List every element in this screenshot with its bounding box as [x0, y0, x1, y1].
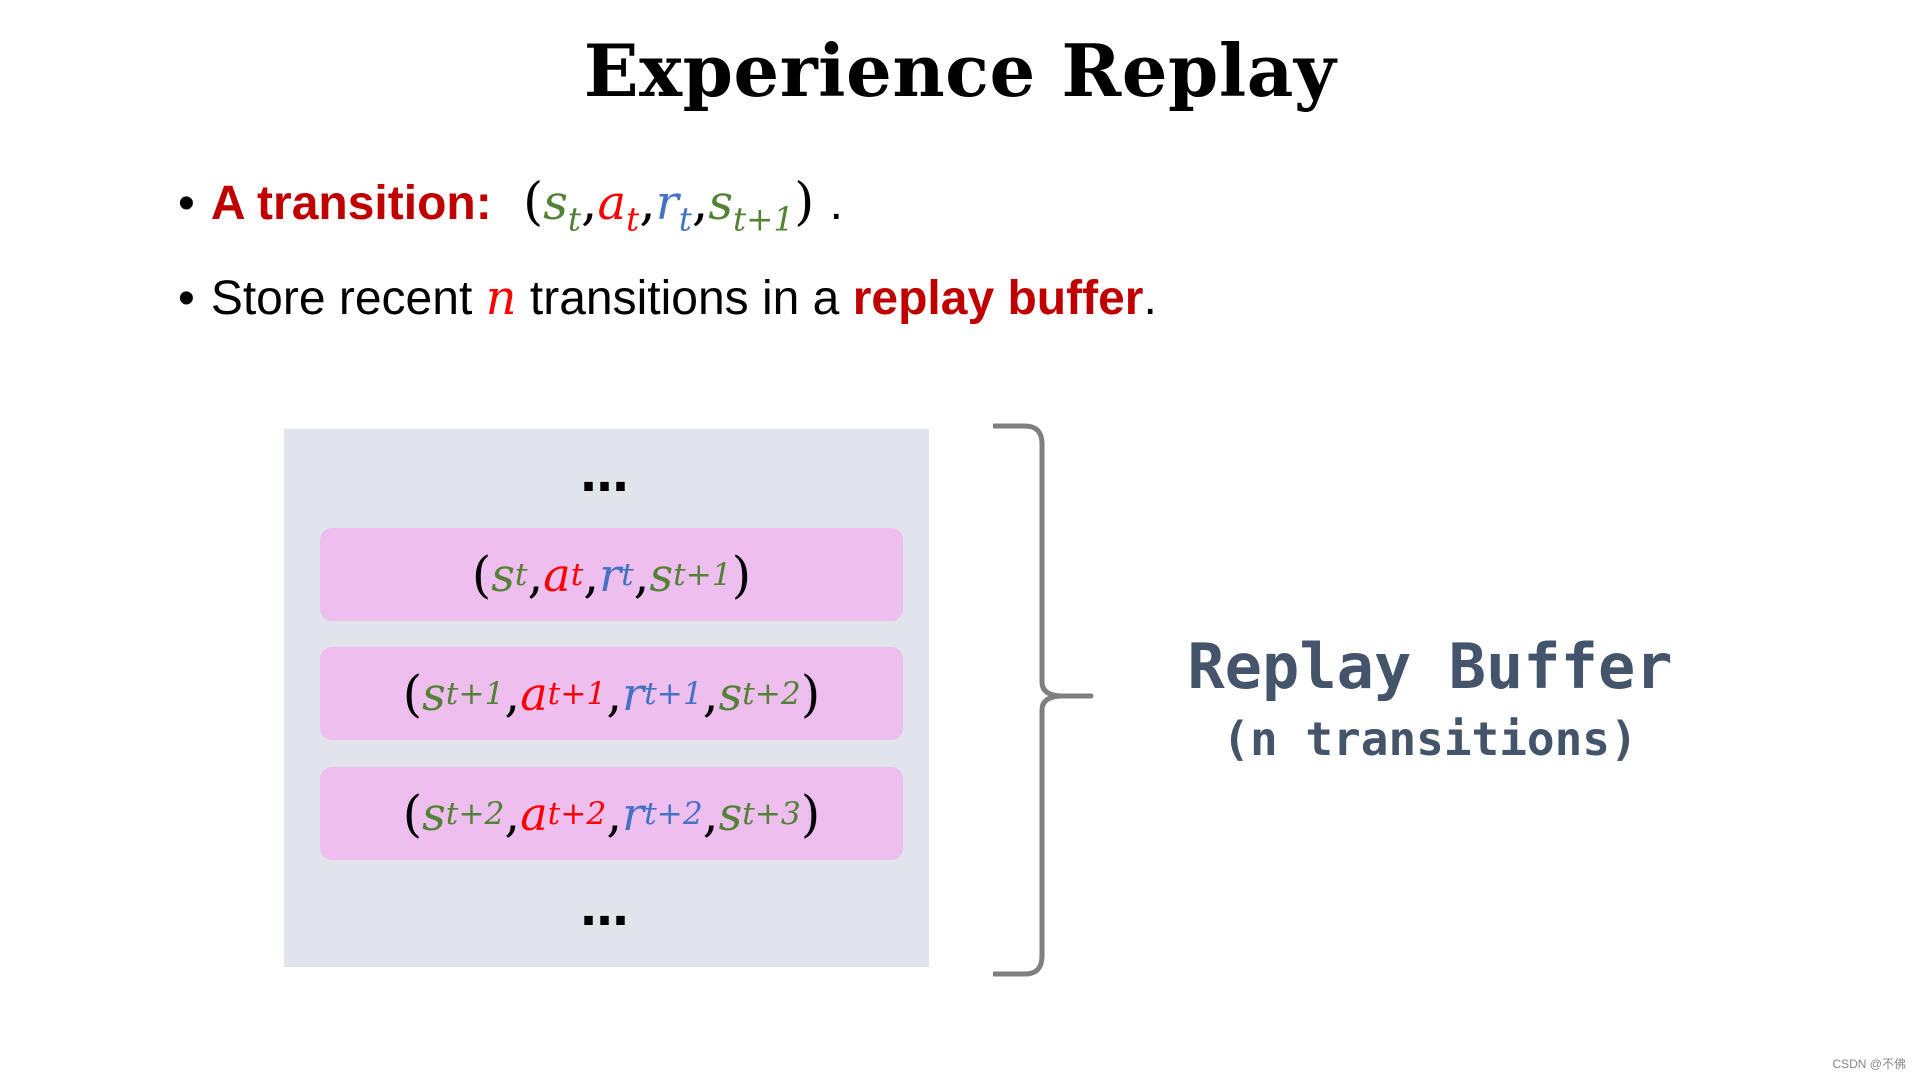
bullet-dot: •	[178, 177, 195, 230]
store-text-pre: Store recent	[210, 272, 486, 325]
transition-tuple: (st,at,rt,st+1)	[523, 172, 815, 239]
n-transitions-label: (n transitions)	[1222, 712, 1638, 766]
bullet-store: • Store recent n transitions in a replay …	[178, 268, 1157, 329]
transition-label: A transition:	[210, 177, 492, 230]
ellipsis-bottom: …	[580, 881, 633, 937]
store-text-end: .	[1143, 272, 1157, 325]
store-text-mid: transitions in a	[516, 272, 853, 325]
variable-n: n	[485, 270, 517, 326]
replay-buffer-label: Replay Buffer	[1187, 630, 1673, 703]
bullet-transition: • A transition: (st,at,rt,st+1) .	[178, 172, 843, 249]
right-brace-icon	[993, 423, 1094, 977]
watermark: CSDN @不佛	[1832, 1057, 1906, 1071]
bullet-dot: •	[178, 272, 195, 325]
ellipsis-top: …	[580, 447, 633, 503]
page-title: Experience Replay	[583, 28, 1337, 113]
replay-buffer-emphasis: replay buffer	[852, 272, 1144, 325]
transition-period: .	[829, 177, 844, 230]
